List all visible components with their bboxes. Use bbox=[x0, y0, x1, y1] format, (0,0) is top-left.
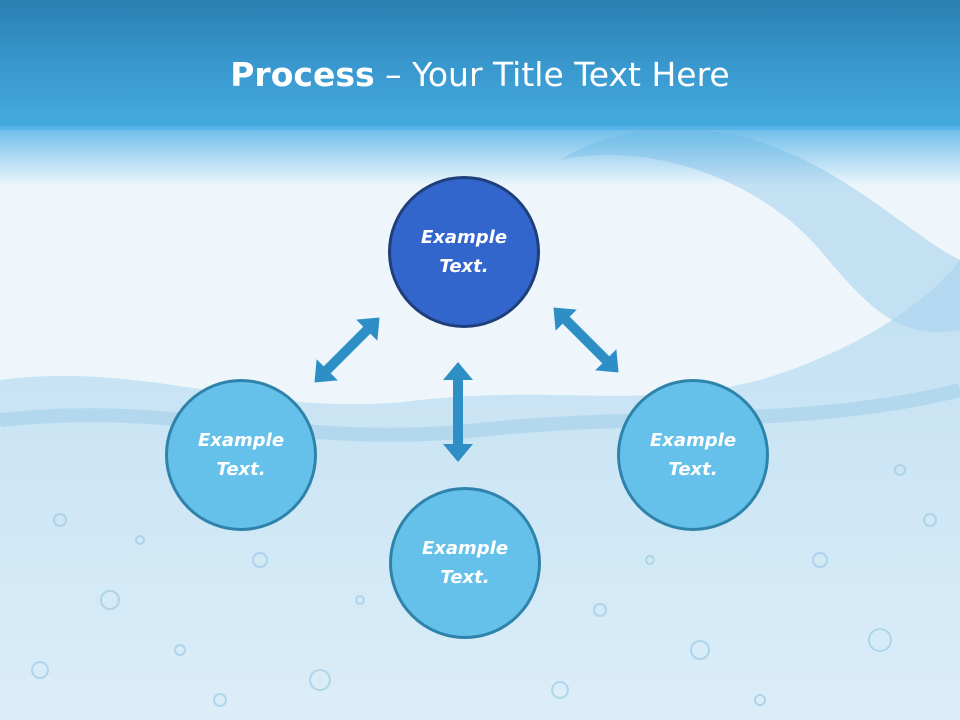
process-node-left: Example Text. bbox=[165, 379, 317, 531]
node-right-line1: Example bbox=[649, 430, 737, 451]
title-bar-fade bbox=[0, 126, 960, 186]
node-left-line1: Example bbox=[197, 430, 285, 451]
node-left-line2: Text. bbox=[216, 459, 266, 480]
title-rest: – Your Title Text Here bbox=[374, 55, 730, 94]
process-node-bottom: Example Text. bbox=[389, 487, 541, 639]
node-top-line1: Example bbox=[420, 227, 508, 248]
slide-title: Process – Your Title Text Here bbox=[0, 52, 960, 98]
title-bold: Process bbox=[230, 55, 375, 94]
node-top-line2: Text. bbox=[439, 256, 489, 277]
process-node-top: Example Text. bbox=[388, 176, 540, 328]
node-bottom-line2: Text. bbox=[440, 567, 490, 588]
title-bar bbox=[0, 0, 960, 130]
node-bottom-line1: Example bbox=[421, 538, 509, 559]
node-right-line2: Text. bbox=[668, 459, 718, 480]
process-node-right: Example Text. bbox=[617, 379, 769, 531]
